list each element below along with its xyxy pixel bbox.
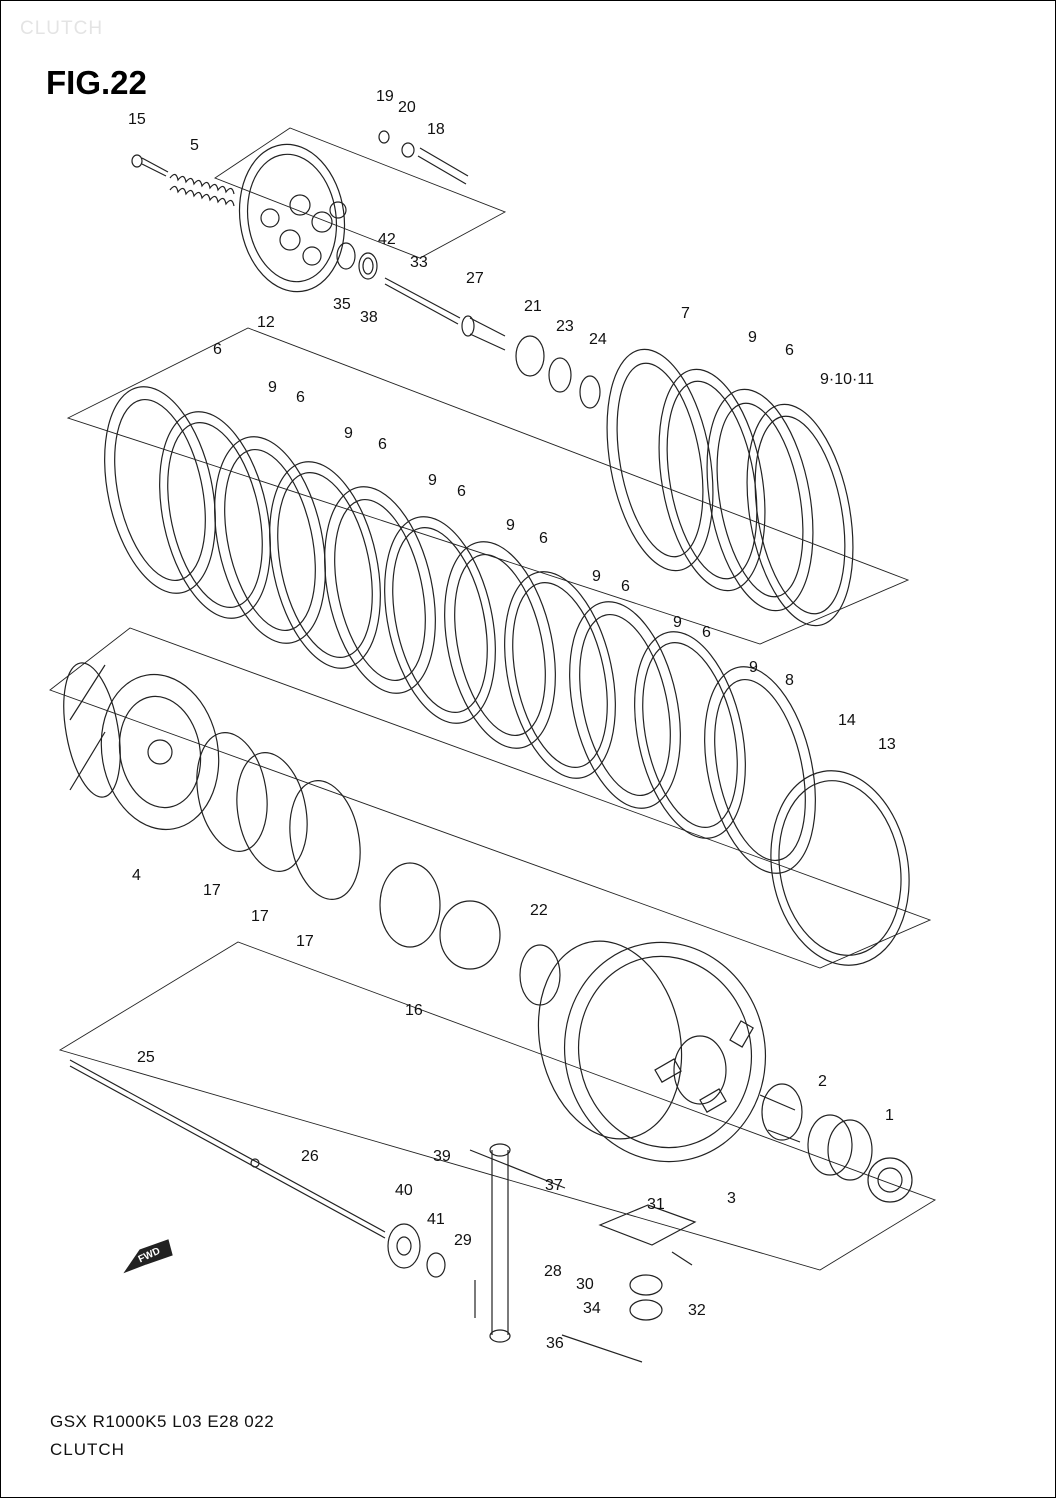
callout-6h: 6 [702, 624, 711, 641]
adjuster-bolt [378, 130, 469, 185]
callout-9-10-11: 9·10·11 [820, 371, 874, 388]
push-rod [384, 277, 601, 409]
spring-bolt [131, 154, 169, 177]
callout-6a: 6 [785, 342, 794, 359]
bearing-and-circlip [336, 242, 378, 280]
callout-6c: 6 [296, 389, 305, 406]
callout-9a: 9 [748, 329, 757, 346]
callout-27: 27 [466, 270, 484, 287]
watermark-text: CLUTCH [20, 18, 104, 39]
callout-14: 14 [838, 712, 856, 729]
callout-6f: 6 [539, 530, 548, 547]
callout-41: 41 [427, 1211, 445, 1228]
callout-7: 7 [681, 305, 690, 322]
release-rod [69, 1059, 386, 1239]
callout-17b: 17 [251, 908, 269, 925]
callout-9b: 9 [268, 379, 277, 396]
callout-38: 38 [360, 309, 378, 326]
callout-6e: 6 [457, 483, 466, 500]
callout-37: 37 [545, 1177, 563, 1194]
fwd-direction-icon [123, 1239, 173, 1274]
callout-30: 30 [576, 1276, 594, 1293]
section-name: CLUTCH [50, 1440, 125, 1459]
callout-24: 24 [589, 331, 607, 348]
clutch-sleeve-hub [49, 627, 932, 969]
callout-9f: 9 [592, 568, 601, 585]
callout-32: 32 [688, 1302, 706, 1319]
callout-22: 22 [530, 902, 548, 919]
slipper-cam-plates [379, 862, 501, 970]
callout-21: 21 [524, 298, 542, 315]
callout-3: 3 [727, 1190, 736, 1207]
callout-16: 16 [405, 1002, 423, 1019]
callout-29: 29 [454, 1232, 472, 1249]
clutch-outer-ring [770, 770, 910, 966]
callout-15: 15 [128, 111, 146, 128]
callout-31: 31 [647, 1196, 665, 1213]
plate-stack-bracket [66, 327, 910, 645]
callout-18: 18 [427, 121, 445, 138]
callout-9e: 9 [506, 517, 515, 534]
pressure-plate-group [214, 127, 507, 293]
callout-28: 28 [544, 1263, 562, 1280]
callout-6g: 6 [621, 578, 630, 595]
callout-9g: 9 [673, 614, 682, 631]
callout-9c: 9 [344, 425, 353, 442]
callout-12: 12 [257, 314, 275, 331]
release-cam-shaft [387, 1143, 697, 1363]
clutch-spring [169, 173, 235, 207]
callout-26: 26 [301, 1148, 319, 1165]
callout-5: 5 [190, 137, 199, 154]
callout-34: 34 [583, 1300, 601, 1317]
callout-40: 40 [395, 1182, 413, 1199]
callout-1: 1 [885, 1107, 894, 1124]
callout-25: 25 [137, 1049, 155, 1066]
callout-33: 33 [410, 254, 428, 271]
figure-title: FIG.22 [46, 64, 147, 101]
callout-6d: 6 [378, 436, 387, 453]
callout-35: 35 [333, 296, 351, 313]
callout-4: 4 [132, 867, 141, 884]
primary-driven-gear-housing [58, 940, 937, 1271]
model-code: GSX R1000K5 L03 E28 022 [50, 1412, 275, 1431]
callout-17c: 17 [296, 933, 314, 950]
callout-2: 2 [818, 1073, 827, 1090]
callout-17a: 17 [203, 882, 221, 899]
callout-20: 20 [398, 99, 416, 116]
callout-9h: 9 [749, 659, 758, 676]
callout-6b: 6 [213, 341, 222, 358]
callout-39: 39 [433, 1148, 451, 1165]
callout-42: 42 [378, 231, 396, 248]
callout-23: 23 [556, 318, 574, 335]
callout-19: 19 [376, 88, 394, 105]
callout-36: 36 [546, 1335, 564, 1352]
callout-8: 8 [785, 672, 794, 689]
right-plate-stack [606, 348, 854, 627]
callout-9d: 9 [428, 472, 437, 489]
callout-13: 13 [878, 736, 896, 753]
left-plate-stack [104, 386, 816, 874]
